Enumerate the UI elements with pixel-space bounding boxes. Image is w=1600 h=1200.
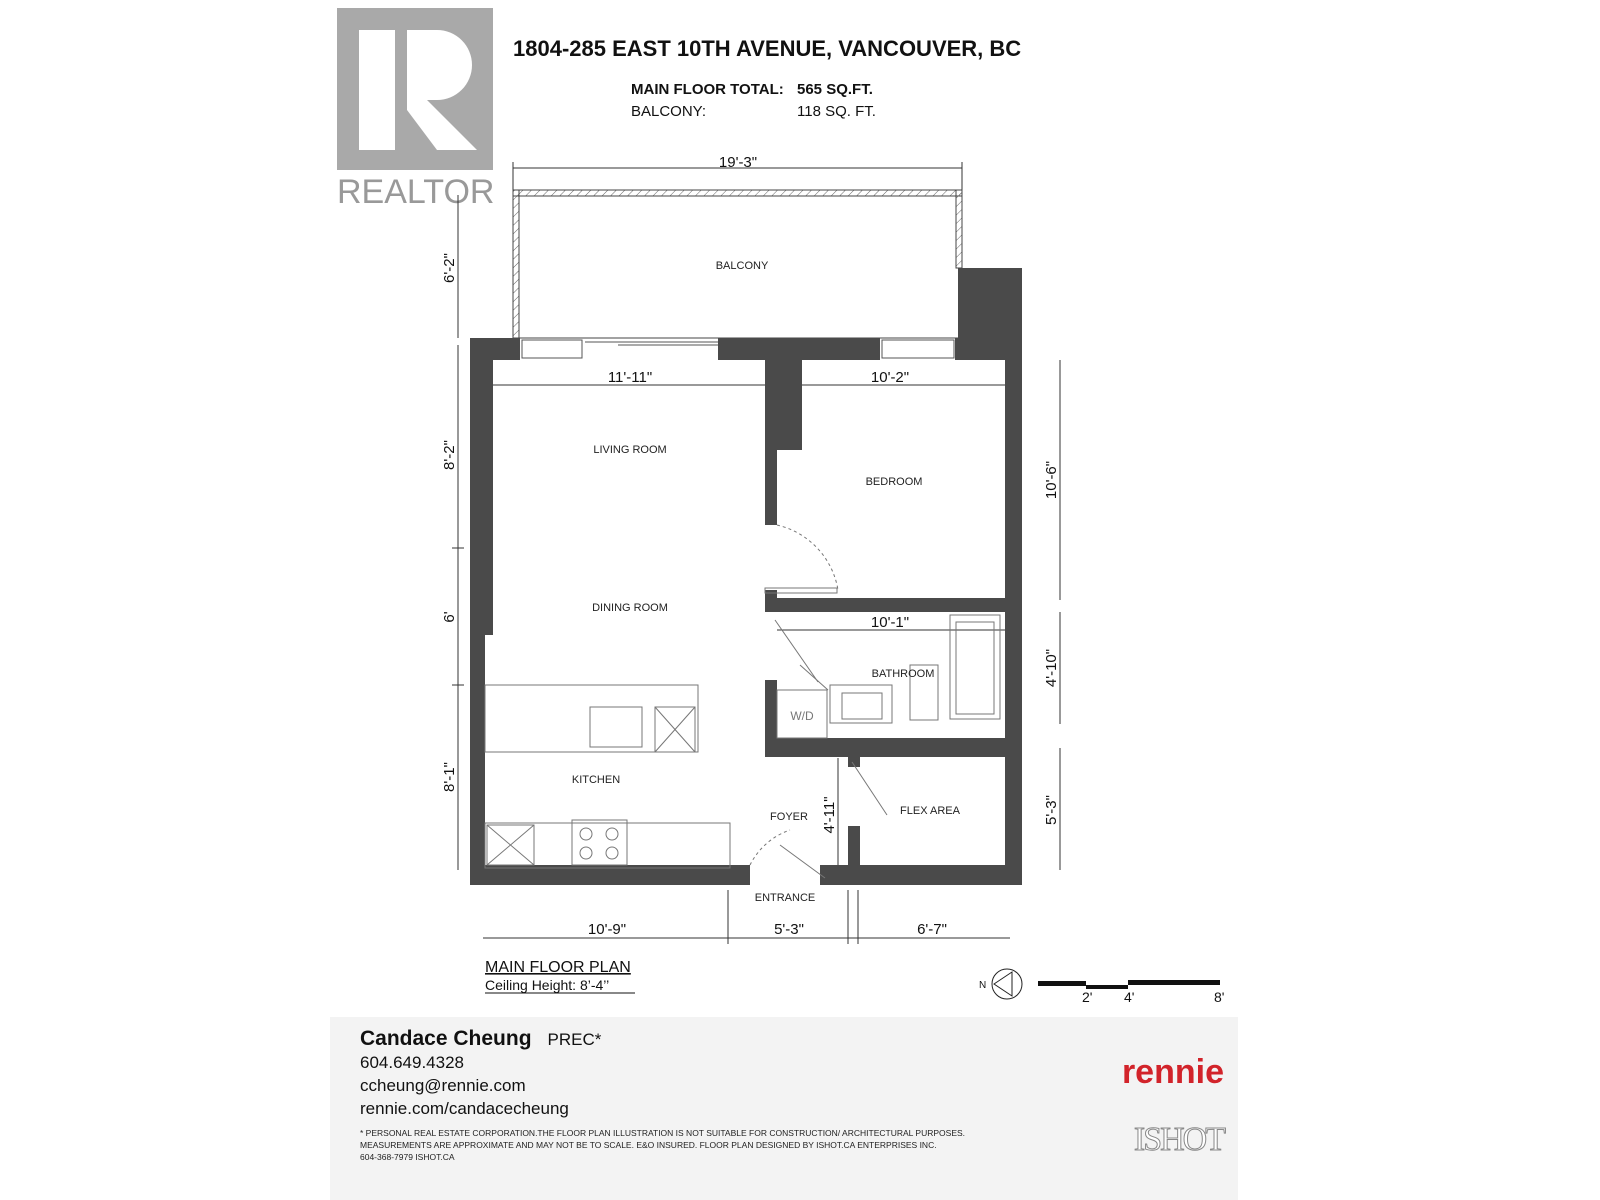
floor-plan: BALCONY LIVING ROOM BEDROOM DINING ROOM …: [441, 154, 1224, 1005]
ceiling-height: Ceiling Height: 8’-4’’: [485, 977, 609, 993]
room-label-bedroom: BEDROOM: [866, 476, 923, 488]
agent-footer: Candace Cheung PREC* 604.649.4328 ccheung…: [330, 1017, 1238, 1200]
dim-bottom-2: 5'-3": [774, 921, 804, 938]
agent-designation: PREC*: [547, 1030, 602, 1049]
main-floor-label: MAIN FLOOR TOTAL:: [631, 81, 784, 98]
north-label: N: [979, 980, 986, 991]
room-label-flex: FLEX AREA: [900, 805, 961, 817]
room-label-foyer: FOYER: [770, 811, 808, 823]
north-arrow-icon: [991, 968, 1023, 1000]
dim-left-3: 8'-1": [441, 762, 458, 792]
scale-bar: N 2' 4' 8': [979, 968, 1224, 1005]
disclaimer-line: MEASUREMENTS ARE APPROXIMATE AND MAY NOT…: [360, 1140, 937, 1150]
windows: [521, 339, 955, 359]
ishot-logo: ISHOT: [1133, 1121, 1226, 1159]
balcony-label: BALCONY:: [631, 103, 707, 120]
dim-right-1: 10'-6": [1043, 461, 1060, 499]
realtor-r-icon: REALTOR: [337, 8, 494, 211]
disclaimer: * PERSONAL REAL ESTATE CORPORATION.THE F…: [360, 1127, 1000, 1163]
dim-right-2: 4'-10": [1043, 649, 1060, 687]
scale-tick: 4': [1124, 989, 1134, 1005]
agent-name: Candace Cheung: [360, 1027, 532, 1050]
property-address: 1804-285 EAST 10TH AVENUE, VANCOUVER, BC: [513, 36, 1022, 61]
balcony-outline: [512, 189, 963, 339]
scale-tick: 8': [1214, 989, 1224, 1005]
room-label-dining: DINING ROOM: [592, 602, 668, 614]
realtor-text: REALTOR: [337, 173, 494, 208]
dim-balcony-depth: 6'-2": [441, 253, 458, 283]
balcony-value: 118 SQ. FT.: [797, 103, 876, 120]
main-floor-total: MAIN FLOOR TOTAL: 565 SQ.FT.: [631, 81, 873, 98]
agent-website[interactable]: rennie.com/candacecheung: [360, 1099, 569, 1118]
agent-email[interactable]: ccheung@rennie.com: [360, 1076, 526, 1095]
balcony-total: BALCONY: 118 SQ. FT.: [631, 103, 876, 120]
fixtures: [484, 524, 1001, 879]
dim-balcony-width: 19'-3": [719, 154, 757, 171]
scale-tick: 2': [1082, 989, 1092, 1005]
dim-bath-width: 10'-1": [871, 614, 909, 631]
dim-bedroom-width: 10'-2": [871, 369, 909, 386]
disclaimer-line: * PERSONAL REAL ESTATE CORPORATION.THE F…: [360, 1128, 966, 1138]
room-label-entrance: ENTRANCE: [755, 892, 816, 904]
dim-living-width: 11'-11": [608, 369, 652, 386]
main-floor-value: 565 SQ.FT.: [797, 81, 873, 98]
dim-left-2: 6': [441, 611, 458, 622]
plan-title: MAIN FLOOR PLAN: [485, 959, 631, 976]
realtor-logo: REALTOR: [337, 8, 497, 211]
rennie-logo: rennie: [1121, 1053, 1224, 1091]
walls: [470, 268, 1022, 885]
dim-right-3: 5'-3": [1043, 795, 1060, 825]
room-label-kitchen: KITCHEN: [572, 774, 620, 786]
dim-bottom-1: 10'-9": [588, 921, 626, 938]
dim-bottom-3: 6'-7": [917, 921, 947, 938]
dimension-lines: [452, 162, 1061, 944]
room-label-balcony: BALCONY: [716, 260, 769, 272]
room-label-living: LIVING ROOM: [593, 444, 666, 456]
dim-foyer-depth: 4'-11": [821, 796, 838, 833]
dim-left-1: 8'-2": [441, 440, 458, 470]
room-label-bathroom: BATHROOM: [872, 668, 935, 680]
room-label-wd: W/D: [790, 709, 814, 723]
agent-phone[interactable]: 604.649.4328: [360, 1053, 464, 1072]
agent-name-row: Candace Cheung PREC*: [360, 1027, 601, 1051]
disclaimer-line: 604-368-7979 ISHOT.CA: [360, 1152, 455, 1162]
